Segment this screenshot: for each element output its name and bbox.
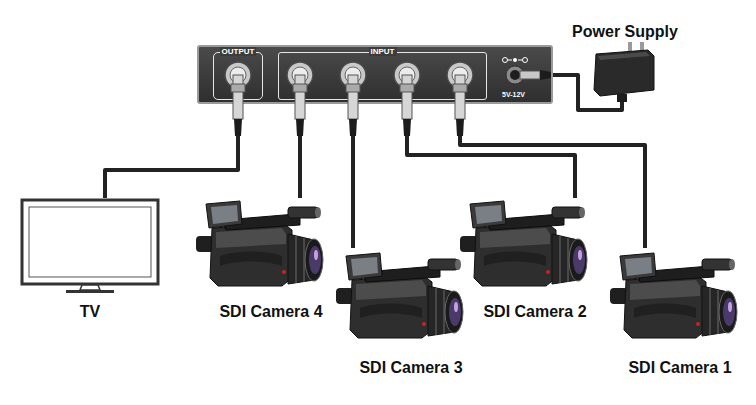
sdi-cable [105, 100, 238, 198]
bnc-port [287, 62, 313, 136]
bnc-port [447, 62, 473, 136]
cable-boot [296, 119, 304, 136]
bnc-plug [233, 75, 243, 119]
device-label: SDI Camera 2 [483, 302, 586, 321]
cable-boot [540, 70, 551, 80]
tv: TV [20, 198, 160, 322]
device-label: SDI Camera 1 [628, 358, 731, 377]
bnc-plug [295, 75, 305, 119]
tv-set [22, 200, 158, 293]
bnc-nut [346, 84, 360, 92]
panel-label: 5V-12V [502, 91, 525, 99]
device-label: SDI Camera 4 [219, 302, 322, 321]
bnc-port [225, 62, 251, 136]
power-adapter [594, 42, 654, 102]
cable-boot [234, 119, 242, 136]
sdi-cable [553, 75, 622, 110]
polarity-mark [513, 58, 517, 62]
adapter-strain-relief [617, 94, 627, 102]
bnc-nut [231, 84, 245, 92]
camera-illustration [460, 201, 587, 286]
sdi-cable [407, 100, 575, 198]
camera-illustration [336, 253, 463, 338]
polarity-mark [523, 58, 528, 63]
camera-illustration [196, 201, 323, 286]
jack-hole [510, 70, 520, 80]
bnc-port [340, 62, 366, 136]
bnc-plug [455, 75, 465, 119]
dc-jack [503, 58, 552, 85]
polarity-mark [518, 60, 523, 61]
cable-boot [349, 119, 357, 136]
cable-boot [456, 119, 464, 136]
device-label: TV [80, 302, 100, 321]
bnc-nut [453, 84, 467, 92]
camera: SDI Camera 1 [605, 248, 755, 380]
dc-plug [520, 71, 540, 79]
tv-frame [22, 200, 158, 284]
bnc-nut [293, 84, 307, 92]
bnc-nut [400, 84, 414, 92]
adapter-body [594, 50, 654, 96]
polarity-mark [508, 60, 513, 61]
device-label: Power Supply [572, 22, 678, 41]
bnc-plug [402, 75, 412, 119]
bnc-port [394, 62, 420, 136]
panel-label: INPUT [369, 47, 397, 56]
power-supply: Power Supply [560, 18, 690, 102]
camera: SDI Camera 2 [460, 198, 610, 326]
camera: SDI Camera 4 [196, 198, 346, 326]
tv-base [66, 290, 114, 293]
bnc-plug [348, 75, 358, 119]
cable-boot [403, 119, 411, 136]
tv-stand [80, 285, 100, 290]
adapter-top [598, 52, 650, 60]
tv-screen [29, 207, 151, 277]
panel-label: OUTPUT [220, 47, 257, 56]
polarity-mark [503, 58, 508, 63]
camera: SDI Camera 3 [336, 248, 486, 380]
sdi-cable [460, 100, 645, 248]
camera-illustration [610, 253, 737, 338]
device-label: SDI Camera 3 [359, 358, 462, 377]
